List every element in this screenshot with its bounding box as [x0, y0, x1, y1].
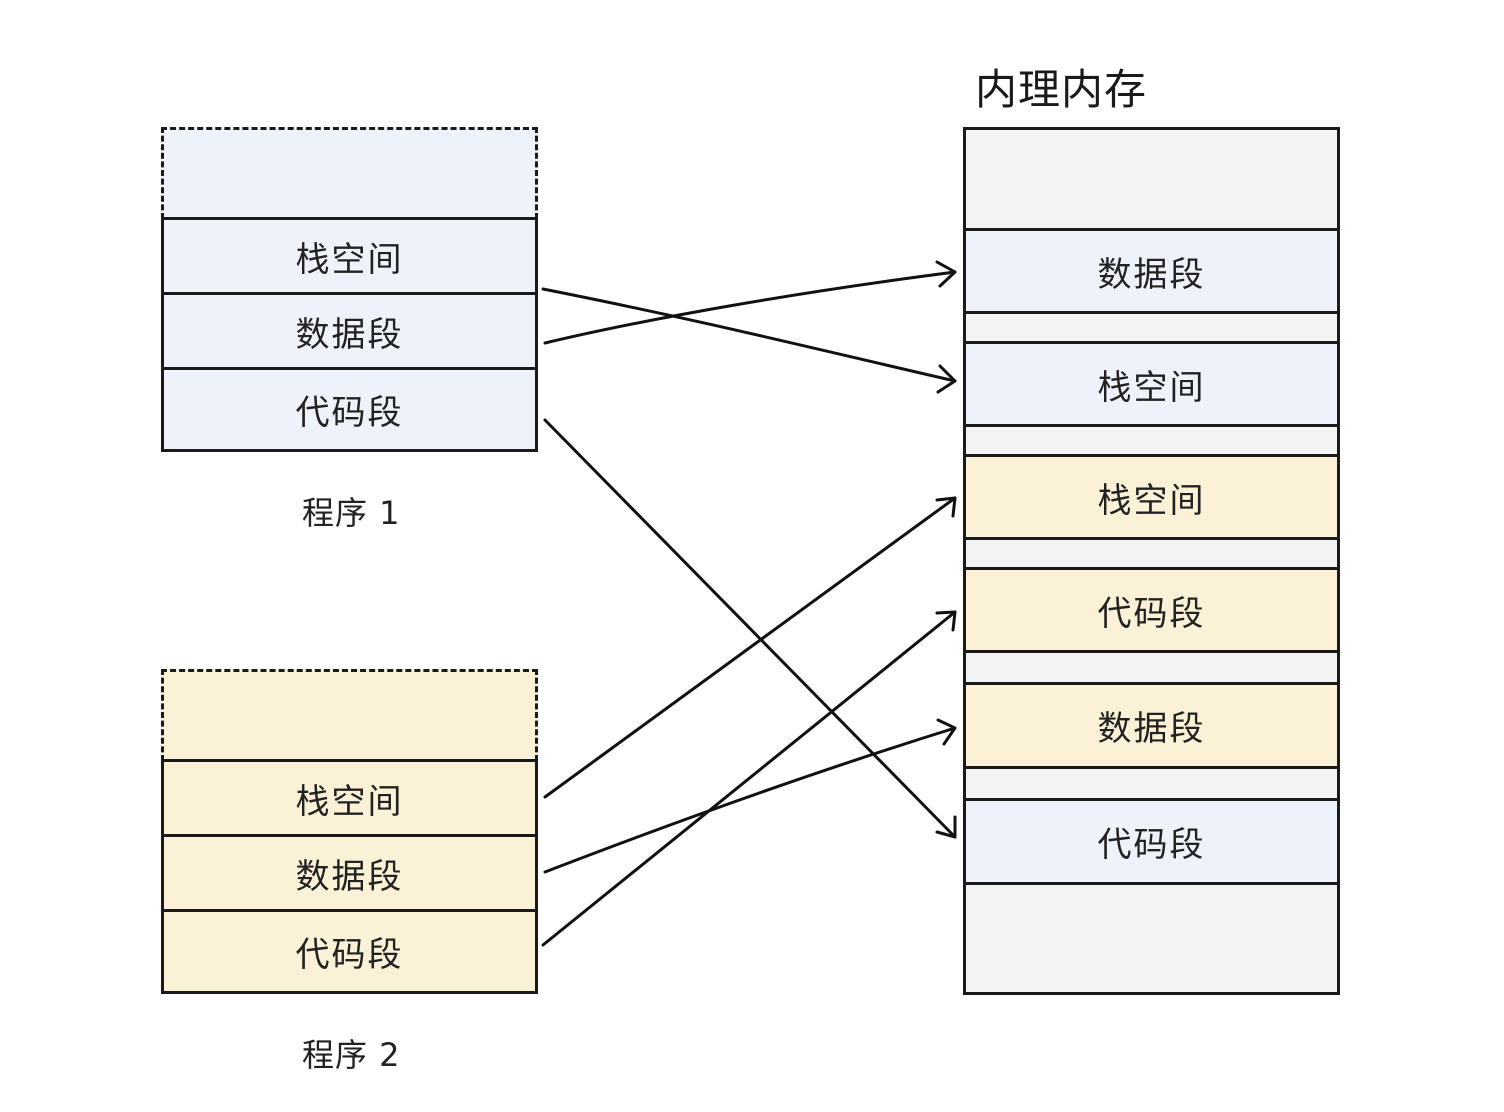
memory-p2-stack-segment: 栈空间 — [963, 454, 1340, 540]
arrowhead-icon — [935, 815, 957, 839]
program2-stack-segment: 栈空间 — [161, 759, 538, 837]
arrow-p1-stack — [541, 287, 957, 383]
memory-free-region — [963, 882, 1340, 995]
arrowhead-icon — [935, 496, 957, 518]
memory-p1-data-segment: 数据段 — [963, 228, 1340, 314]
arrow-p1-code — [543, 418, 957, 839]
program1-code-segment: 代码段 — [161, 367, 538, 452]
arrowhead-icon — [936, 364, 957, 394]
program1-caption: 程序 1 — [302, 494, 401, 532]
program2-free-space — [161, 669, 538, 761]
program1-free-space — [161, 127, 538, 219]
arrowhead-icon — [936, 718, 957, 746]
memory-p1-stack-segment: 栈空间 — [963, 341, 1340, 427]
physical-memory-title: 内理内存 — [975, 65, 1148, 114]
memory-p1-code-segment: 代码段 — [963, 798, 1340, 885]
arrow-p2-data — [543, 726, 957, 874]
arrow-p2-code — [541, 610, 957, 947]
arrow-p1-data — [543, 270, 957, 345]
memory-free-region — [963, 537, 1340, 570]
arrow-p2-stack — [543, 496, 957, 799]
program2-code-segment: 代码段 — [161, 909, 538, 994]
arrowhead-icon — [935, 610, 957, 632]
program2-data-segment: 数据段 — [161, 834, 538, 912]
program2-caption: 程序 2 — [302, 1036, 401, 1074]
program1-stack-segment: 栈空间 — [161, 217, 538, 295]
arrowhead-icon — [935, 260, 957, 288]
memory-free-region — [963, 650, 1340, 685]
